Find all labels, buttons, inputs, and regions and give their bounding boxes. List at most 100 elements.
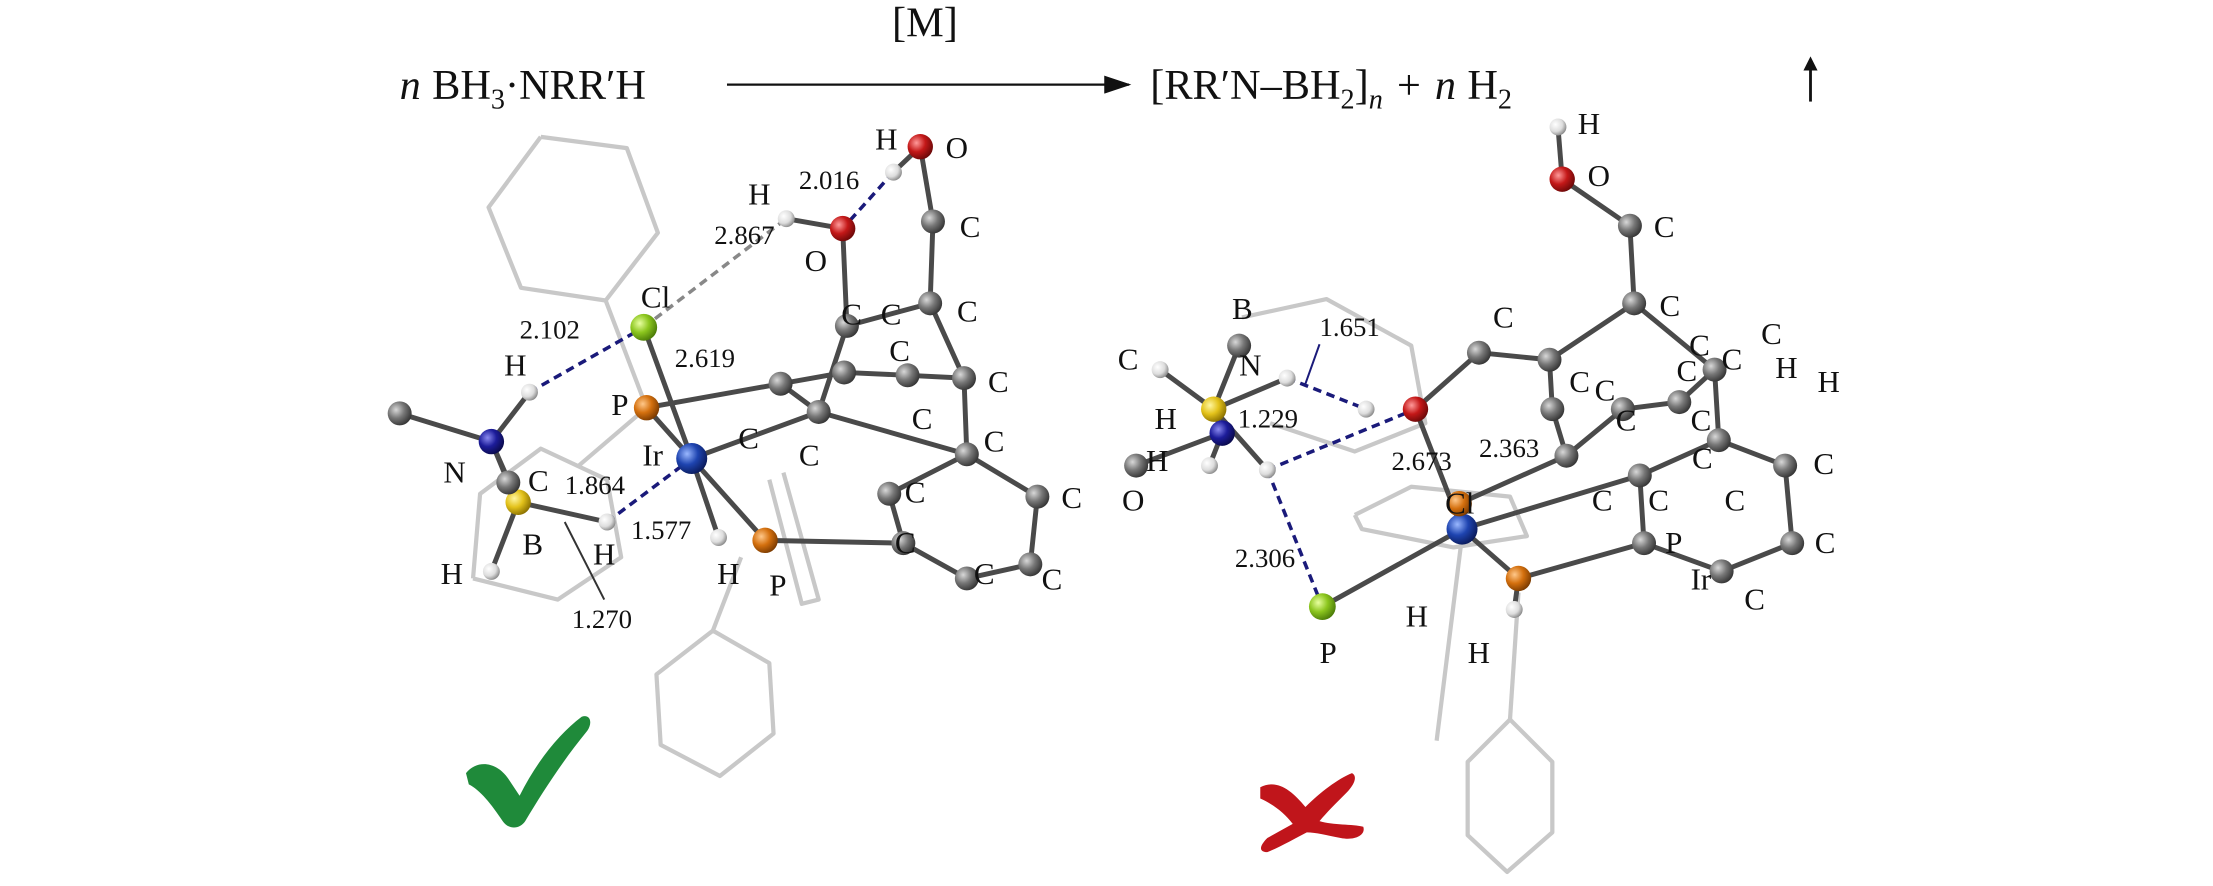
hydrogen-atom [885,163,902,181]
hydrogen-bond-contact [1266,407,1417,472]
bond [1631,300,1718,373]
wireframe-phenyl [1352,484,1530,550]
carbon-atom [918,291,943,316]
atom-label: C [1813,446,1834,481]
atom-label: Ir [642,438,663,473]
hydrogen-bond-contact [642,217,788,329]
chlorine-atom [1308,593,1336,621]
atom-label: H [1406,598,1428,633]
carbon-atom [954,566,979,591]
wireframe-phenyl [1241,296,1428,454]
oxygen-atom [1549,166,1575,192]
atom-label: C [895,525,916,560]
bond [762,537,906,546]
wireframe-phenyl [603,299,649,409]
atom-label: P [611,387,628,422]
carbon-atom [895,363,920,388]
atom-label: C [841,296,862,331]
wireframe-phenyl [710,556,744,632]
carbon-atom [952,366,976,391]
bond [1515,540,1647,581]
bond [1719,540,1795,574]
boron-atom [1201,396,1227,422]
carbon-atom [1466,340,1491,365]
atom-label: C [974,556,995,591]
carbon-atom [1622,291,1647,316]
phosphorus-atom [752,527,778,554]
atom-label: H [1578,106,1600,141]
hydrogen-atom [1505,601,1523,618]
atom-label: C [905,474,926,509]
atom-label: Cl [641,280,670,315]
atom-label: C [1042,562,1063,597]
distance-label: 2.363 [1479,433,1539,463]
carbon-atom [1227,333,1252,358]
distance-label: 1.651 [1320,312,1380,342]
bond [927,219,936,306]
hydrogen-bond-contact [1286,376,1367,411]
bond [1627,223,1637,306]
atom-label: O [805,243,827,278]
atom-label: C [1692,440,1713,475]
carbon-atom [496,470,521,495]
atom-label: N [443,455,465,490]
carbon-atom [1780,531,1805,556]
atom-label: C [1676,353,1697,388]
hydrogen-bond-contact [606,457,693,524]
distance-label: 2.619 [675,343,735,373]
wireframe-phenyl [577,406,648,468]
atom-label: C [1724,483,1745,518]
chlorine-atom [630,313,658,341]
atom-label: H [441,556,463,591]
phosphorus-atom [1446,490,1472,517]
bond [1211,375,1290,412]
bond [1456,453,1569,507]
atom-label: C [1660,288,1681,323]
atom-label: C [881,296,902,331]
phosphorus-atom [633,395,660,421]
distance-leader-line [563,521,606,601]
carbon-atom [1540,397,1565,422]
atom-label: Ir [1691,562,1712,597]
hydrogen-atom [521,383,538,401]
bond [964,451,1040,500]
bond [886,451,970,497]
carbon-atom [1124,453,1149,478]
bond [515,499,610,525]
bond [1563,406,1626,459]
atom-label: C [1569,364,1590,399]
atom-label: H [504,347,526,382]
carbon-atom [891,531,916,556]
iridium-atom [676,443,708,475]
nitrogen-atom [478,428,505,455]
distance-label: 2.867 [714,220,774,250]
carbon-atom [1632,531,1657,556]
carbon-atom [1706,428,1731,453]
wireframe-phenyl [654,628,776,779]
atom-label: H [875,122,897,157]
distance-label: 2.673 [1391,446,1451,476]
bond [1637,437,1722,478]
distance-leader-line [1304,343,1321,385]
bond [1133,430,1225,469]
hydrogen-atom [1278,369,1296,387]
atom-label: C [1654,209,1675,244]
wireframe-phenyl [1434,535,1465,741]
atom-label: B [522,526,543,561]
hydrogen-atom [1357,400,1375,418]
carbon-atom [1537,347,1562,372]
carbon-atom [1617,213,1642,238]
hydrogen-atom [710,529,727,546]
bond [1641,540,1725,574]
bond [1782,463,1795,546]
atom-label: C [960,209,981,244]
atom-label: C [1648,483,1669,518]
atom-label: C [1744,581,1765,616]
gas-evolution-arrow-icon [1803,56,1818,102]
